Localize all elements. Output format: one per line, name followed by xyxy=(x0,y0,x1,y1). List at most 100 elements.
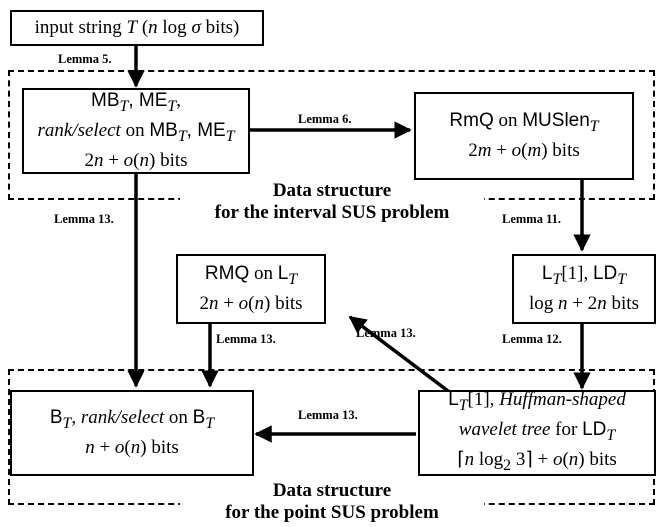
rmq-muslen-size-2: 2 xyxy=(468,139,478,161)
huffman-size-log: log xyxy=(474,448,504,470)
huffman-node: LT[1], Huffman-shaped wavelet tree for L… xyxy=(418,388,656,476)
mb-label: MB xyxy=(91,90,120,112)
l-ld-index: [1], xyxy=(561,263,593,285)
b-on: on xyxy=(164,407,193,429)
b-node: BT, rank/select on BT n + o(n) bits xyxy=(10,390,254,476)
rmq-l-on: on xyxy=(249,263,278,285)
l-ld-line1: LT[1], LDT xyxy=(542,262,626,292)
huffman-size-paren: ( xyxy=(562,448,569,470)
mb-me-comma: , xyxy=(176,90,181,112)
rmq-l-size-2: 2 xyxy=(199,292,209,314)
point-group-caption: Data structure for the point SUS problem xyxy=(180,480,484,524)
input-suffix: bits) xyxy=(200,17,240,38)
l-ld-sub1: T xyxy=(552,270,562,288)
huffman-ceil-open: ⌈ xyxy=(457,448,465,470)
rmq-muslen-size-m2: m xyxy=(527,139,542,161)
rmq-muslen-line1: RmQ on MUSlenT xyxy=(449,109,598,139)
l-ld-line2: log n + 2n bits xyxy=(529,292,639,316)
input-log: log xyxy=(157,17,192,38)
l-ld-size-n2: n xyxy=(597,292,607,314)
mb-me-line2: rank/select on MBT, MET xyxy=(37,119,234,149)
arrow-huffman-to-rmql xyxy=(348,315,454,396)
rmq-l-line2: 2n + o(n) bits xyxy=(199,292,302,316)
point-caption-line1: Data structure xyxy=(272,480,392,501)
me-sub: T xyxy=(167,98,177,115)
rmq-l-size-bits: ) bits xyxy=(264,292,303,314)
huffman-line1: LT[1], Huffman-shaped xyxy=(448,388,626,418)
rmq-l-rmq: RMQ xyxy=(204,263,250,285)
huffman-size-base: 2 xyxy=(503,456,512,474)
mb-me-line3: 2n + o(n) bits xyxy=(84,149,187,173)
l-ld-sub2: T xyxy=(617,270,627,288)
me-label: , ME xyxy=(128,90,168,112)
rmq-muslen-rmq: RmQ xyxy=(449,110,494,132)
mb-me-me2: , ME xyxy=(186,120,226,141)
input-prefix: input string xyxy=(34,17,127,38)
lemma-5-label: Lemma 5. xyxy=(58,52,112,66)
huffman-size-3: 3 xyxy=(511,448,526,470)
b-size-paren: ( xyxy=(124,436,131,458)
mb-me-rank-select: rank/select xyxy=(37,120,121,141)
huffman-index: [1], xyxy=(467,389,500,411)
b-size-o: o xyxy=(114,436,125,458)
mb-me-size-paren: ( xyxy=(133,149,140,171)
b-comma: , xyxy=(71,407,81,429)
mb-me-size-bits: ) bits xyxy=(149,149,188,171)
point-caption-line2: for the point SUS problem xyxy=(225,502,439,523)
rmq-l-node: RMQ on LT 2n + o(n) bits xyxy=(176,254,326,324)
rmq-muslen-sub: T xyxy=(589,117,599,135)
b-size-n2: n xyxy=(130,436,141,458)
b-line1: BT, rank/select on BT xyxy=(50,406,214,436)
rmq-muslen-size-o: o xyxy=(511,139,522,161)
b-line2: n + o(n) bits xyxy=(85,436,179,460)
huffman-size-o: o xyxy=(552,448,563,470)
b-size-plus: + xyxy=(94,436,115,458)
huffman-ceil-close: ⌉ xyxy=(525,448,533,470)
interval-group-caption: Data structure for the interval SUS prob… xyxy=(180,180,484,224)
huffman-sub1: T xyxy=(458,397,468,415)
b-b2: B xyxy=(192,407,206,429)
input-string-node: input string T (n log σ bits) xyxy=(10,10,264,46)
lemma-13-left-label: Lemma 13. xyxy=(54,212,114,226)
rmq-l-line1: RMQ on LT xyxy=(205,262,297,292)
b-size-n: n xyxy=(85,436,95,458)
mb-me-sub3: T xyxy=(225,127,235,145)
rmq-muslen-line2: 2m + o(m) bits xyxy=(468,139,580,163)
rmq-muslen-size-plus: + xyxy=(491,139,512,161)
input-n: n xyxy=(148,17,158,38)
input-var: T xyxy=(126,17,138,38)
rmq-l-size-n: n xyxy=(208,292,219,314)
l-ld-l: L xyxy=(541,263,553,285)
rmq-muslen-muslen: MUSlen xyxy=(522,110,590,132)
l-ld-size-bits: bits xyxy=(606,292,639,314)
rmq-l-size-o: o xyxy=(238,292,249,314)
lemma-12-label: Lemma 12. xyxy=(502,332,562,346)
l-ld-size-log: log xyxy=(529,292,559,314)
mb-me-size-n: n xyxy=(93,149,104,171)
mb-me-mb2: MB xyxy=(149,120,178,141)
huffman-line2: wavelet tree for LDT xyxy=(459,418,615,448)
rmq-muslen-size-paren: ( xyxy=(521,139,528,161)
input-sigma: σ xyxy=(191,17,201,38)
huffman-wavelet: wavelet tree xyxy=(458,419,551,441)
mb-me-size-plus: + xyxy=(103,149,124,171)
huffman-l: L xyxy=(448,389,459,411)
l-ld-size-plus2: + 2 xyxy=(567,292,598,314)
rmq-l-size-paren: ( xyxy=(248,292,255,314)
huffman-size-bits: ) bits xyxy=(578,448,617,470)
lemma-13-mid-label: Lemma 13. xyxy=(216,332,276,346)
huffman-size-n: n xyxy=(464,448,475,470)
mb-me-line1: MBT, MET, xyxy=(91,89,181,119)
huffman-shaped: Huffman-shaped xyxy=(499,389,626,411)
mb-me-size-o: o xyxy=(123,149,134,171)
mb-me-node: MBT, MET, rank/select on MBT, MET 2n + o… xyxy=(22,88,250,174)
rmq-muslen-size-bits: ) bits xyxy=(541,139,580,161)
mb-me-size-n2: n xyxy=(139,149,150,171)
b-sub1: T xyxy=(62,414,72,432)
lemma-6-label: Lemma 6. xyxy=(298,112,352,126)
rmq-l-size-plus: + xyxy=(218,292,239,314)
mb-sub: T xyxy=(119,98,129,115)
huffman-size-n2: n xyxy=(568,448,579,470)
rmq-muslen-on: on xyxy=(493,110,523,132)
b-sub2: T xyxy=(205,414,215,432)
